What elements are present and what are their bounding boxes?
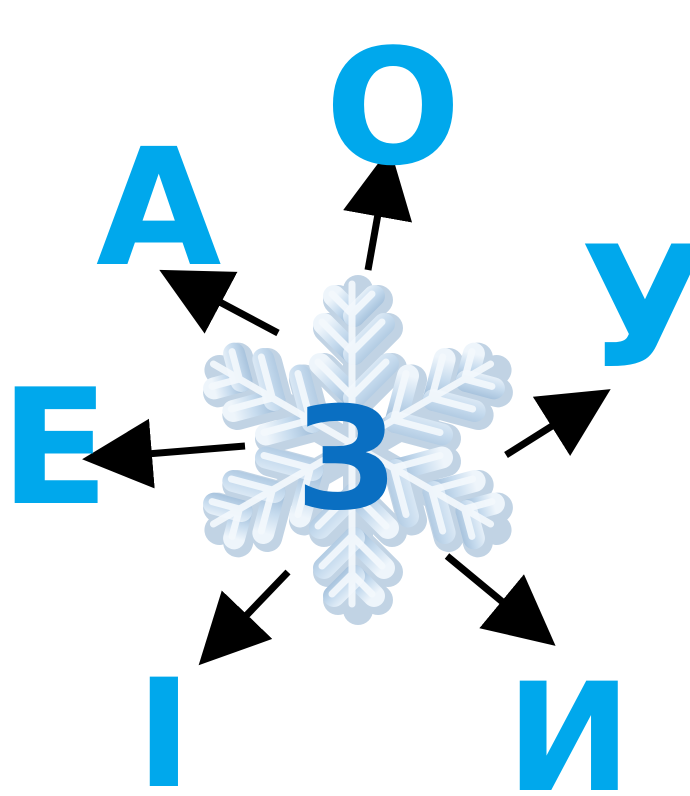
letter-left: Е	[0, 368, 109, 528]
arrow-to-lower-right	[447, 556, 534, 628]
letter-lower-right: И	[506, 664, 632, 796]
center-letter: З	[296, 389, 397, 531]
letter-upper-right: У	[580, 224, 690, 392]
arrow-to-left	[110, 446, 245, 457]
letter-top: О	[325, 28, 461, 188]
letter-upper-left: А	[96, 128, 221, 290]
arrow-to-lower-left	[218, 572, 288, 645]
letter-lower-left: І	[136, 660, 192, 796]
arrow-to-upper-right	[506, 404, 587, 455]
